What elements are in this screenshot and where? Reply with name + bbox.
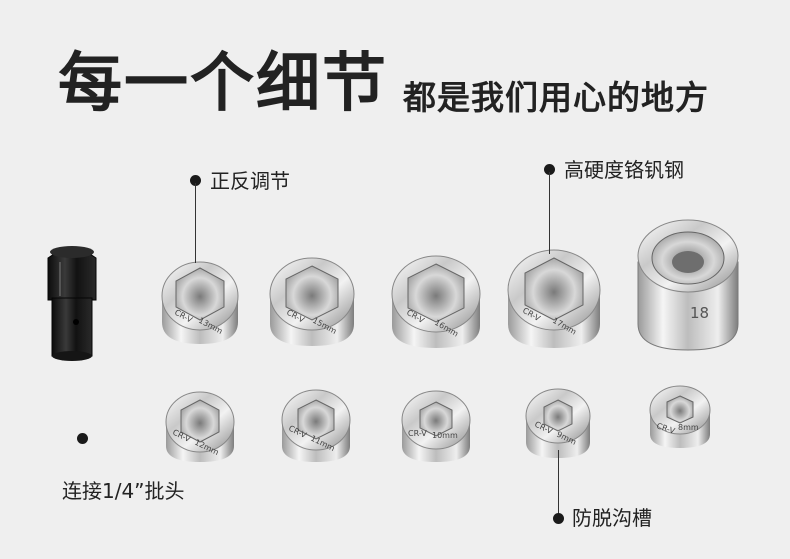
callout-steel-dot bbox=[544, 164, 555, 175]
socket-top-17 bbox=[507, 249, 601, 348]
callout-reversible-dot bbox=[190, 175, 201, 186]
headline-sub: 都是我们用心的地方 bbox=[403, 78, 709, 117]
callout-adapter-label: 连接1/4”批头 bbox=[62, 479, 185, 503]
callout-steel-label: 高硬度铬钒钢 bbox=[564, 158, 684, 182]
socket-bottom-8-size: 8mm bbox=[678, 423, 699, 432]
socket-bottom-11 bbox=[281, 389, 351, 462]
headline-main: 每一个细节 bbox=[58, 47, 388, 121]
socket-bottom-10-mark: CR-V bbox=[408, 429, 427, 438]
socket-bottom-8 bbox=[649, 385, 711, 448]
socket-top-13 bbox=[161, 261, 239, 344]
callout-adapter-dot bbox=[77, 433, 88, 444]
callout-steel-line bbox=[549, 172, 550, 254]
socket-bottom-9 bbox=[525, 388, 591, 458]
socket-bottom-12 bbox=[165, 391, 235, 462]
callout-groove-line bbox=[558, 450, 559, 516]
callout-reversible-label: 正反调节 bbox=[210, 169, 290, 193]
callout-groove-label: 防脱沟槽 bbox=[572, 506, 652, 530]
adapter-bit bbox=[47, 246, 97, 361]
socket-top-16 bbox=[391, 255, 481, 348]
socket-top-18-size: 18 bbox=[690, 304, 709, 322]
socket-bottom-10 bbox=[401, 390, 471, 462]
socket-top-15 bbox=[269, 257, 355, 346]
callout-reversible-line bbox=[195, 183, 196, 263]
socket-bottom-10-size: 10mm bbox=[432, 431, 458, 440]
socket-top-18 bbox=[637, 219, 739, 351]
callout-groove-dot bbox=[553, 513, 564, 524]
